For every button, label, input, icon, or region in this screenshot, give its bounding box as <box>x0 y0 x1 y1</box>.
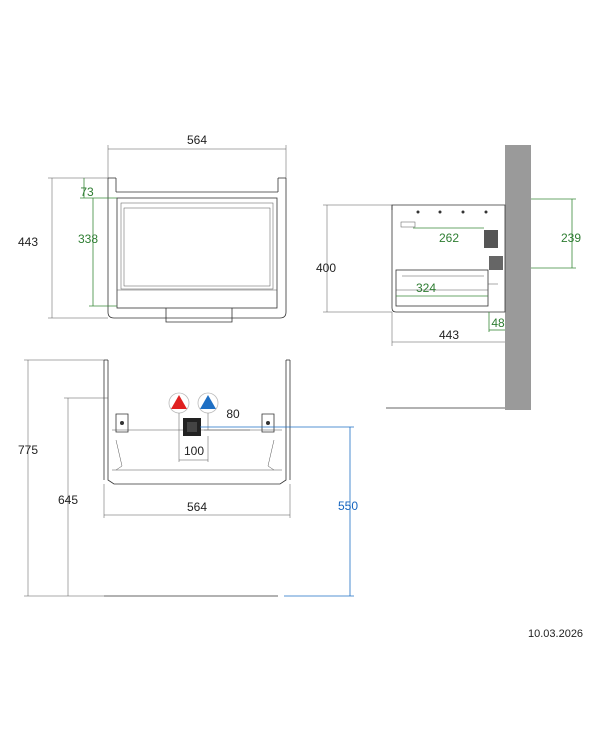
install-width-label: 564 <box>187 500 207 514</box>
wall-bracket-icon <box>484 230 498 248</box>
side-depth-label: 443 <box>439 328 459 342</box>
front-top-offset-label: 73 <box>80 185 94 199</box>
side-view: 400 262 324 443 48 239 <box>316 145 581 410</box>
install-drain-offset-label: 80 <box>226 407 240 421</box>
front-width-label: 564 <box>187 133 207 147</box>
drawing-date: 10.03.2026 <box>528 628 584 640</box>
install-view: 80 100 564 775 645 550 <box>18 359 358 597</box>
hot-water-icon <box>171 395 187 409</box>
install-drain-spacing-label: 100 <box>184 444 204 458</box>
side-drawer-depth-label: 324 <box>416 281 436 295</box>
install-bottom-height-label: 645 <box>58 493 78 507</box>
cold-water-icon <box>200 395 216 409</box>
wall <box>505 145 531 410</box>
install-pipe-height-label: 550 <box>338 499 358 513</box>
side-mount-offset-label: 48 <box>491 316 505 330</box>
bracket-plate-icon <box>489 256 503 270</box>
front-view: 564 443 73 338 <box>18 133 287 323</box>
front-height-label: 443 <box>18 235 38 249</box>
front-drawer-height-label: 338 <box>78 232 98 246</box>
side-height-label: 400 <box>316 261 336 275</box>
install-total-height-label: 775 <box>18 443 38 457</box>
side-mount-height-label: 239 <box>561 231 581 245</box>
side-inner-depth-label: 262 <box>439 231 459 245</box>
